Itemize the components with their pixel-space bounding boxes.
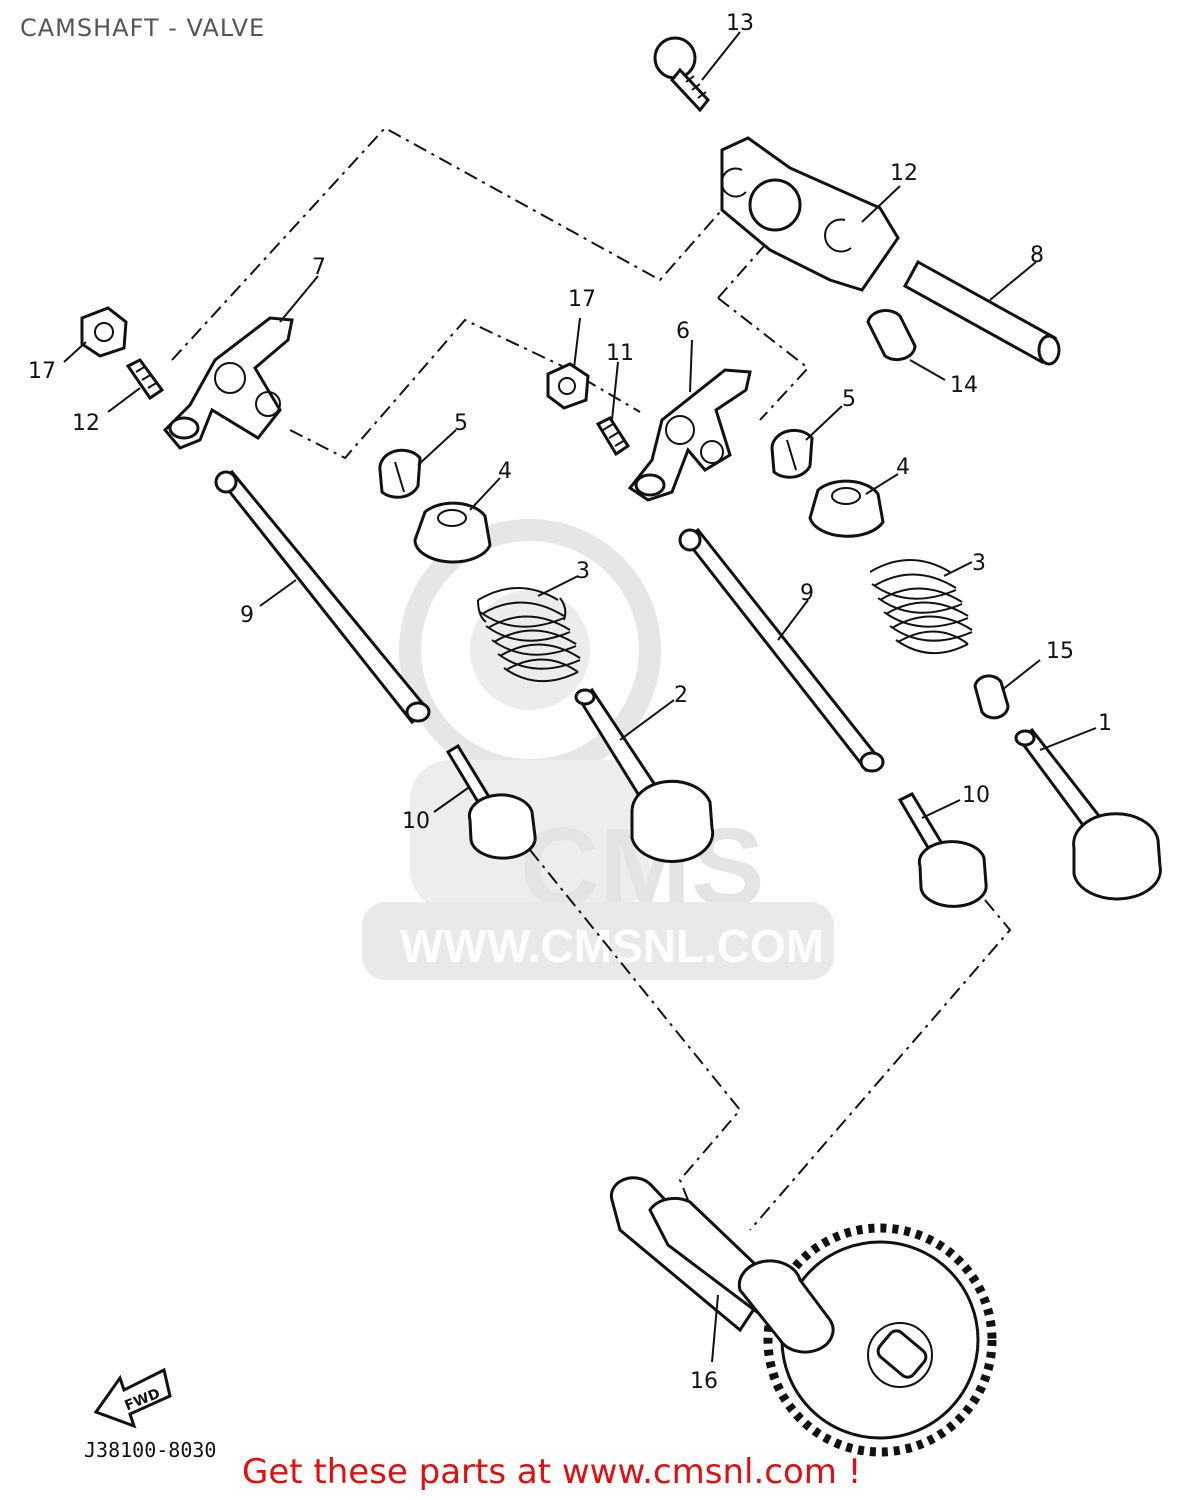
callout-11: 16	[690, 1369, 718, 1394]
valve-2	[574, 687, 715, 863]
valve-seal-16	[973, 674, 1010, 720]
collet-5-right	[770, 428, 814, 479]
callout-4-left: 4	[498, 459, 512, 484]
rocker-bracket-13	[720, 136, 900, 292]
spring-3-left	[477, 587, 581, 682]
callout-3-left: 3	[576, 559, 590, 584]
watermark-logo: CMS WWW.CMSNL.COM	[362, 519, 834, 980]
collet-5-left	[378, 448, 422, 499]
callout-1: 1	[1098, 711, 1112, 736]
callout-5-right: 5	[842, 387, 856, 412]
callout-9-right: 9	[800, 581, 814, 606]
pin-15	[866, 309, 917, 362]
nut-17-center	[546, 362, 590, 410]
tappet-10-right	[897, 792, 988, 908]
push-rod-9-left	[214, 469, 431, 725]
callout-5-left: 5	[454, 411, 468, 436]
rocker-shaft-8	[902, 259, 1061, 366]
nut-17-left	[80, 306, 128, 358]
callout-3-right: 3	[972, 551, 986, 576]
fwd-arrow-icon: FWD	[93, 1367, 172, 1429]
callout-10-left: 10	[402, 809, 430, 834]
valve-1	[1014, 727, 1162, 901]
callout-6: 6	[676, 319, 690, 344]
callout-15: 14	[950, 373, 978, 398]
callout-14: 13	[726, 11, 754, 36]
callout-13: 12	[890, 161, 918, 186]
callout-4-right: 4	[896, 455, 910, 480]
watermark-url-text: WWW.CMSNL.COM	[400, 920, 824, 972]
retainer-4-left	[413, 501, 492, 564]
adjust-screw-12-center	[595, 416, 631, 457]
callout-7: 7	[312, 255, 326, 280]
bolt-14	[653, 36, 710, 113]
rocker-arm-7	[162, 316, 294, 450]
footer-link[interactable]: Get these parts at www.cmsnl.com !	[242, 1452, 862, 1492]
spring-3-right	[869, 559, 973, 655]
callout-17-center: 17	[568, 287, 596, 312]
adjust-screw-12-left	[125, 358, 165, 401]
callout-10-right: 10	[962, 783, 990, 808]
callouts: 13 12 8 14 7 6 17 17 12 11 5 5 4 4 3 3 9…	[28, 11, 1112, 1394]
push-rod-9-right	[678, 527, 885, 773]
page-title: CAMSHAFT - VALVE	[20, 14, 266, 42]
callout-8: 8	[1030, 243, 1044, 268]
callout-9-left: 9	[240, 603, 254, 628]
callout-12-center: 11	[606, 341, 634, 366]
retainer-4-right	[808, 479, 885, 538]
rocker-arm-6	[627, 368, 752, 502]
callout-leaders	[63, 31, 1097, 1363]
drawing-code: J38100-8030	[84, 1438, 216, 1462]
camshaft-11	[609, 1176, 997, 1457]
tappet-10-left	[445, 743, 537, 860]
callout-17-left: 17	[28, 359, 56, 384]
callout-12-left: 12	[72, 411, 100, 436]
callout-2: 2	[674, 683, 688, 708]
callout-16: 15	[1046, 639, 1074, 664]
